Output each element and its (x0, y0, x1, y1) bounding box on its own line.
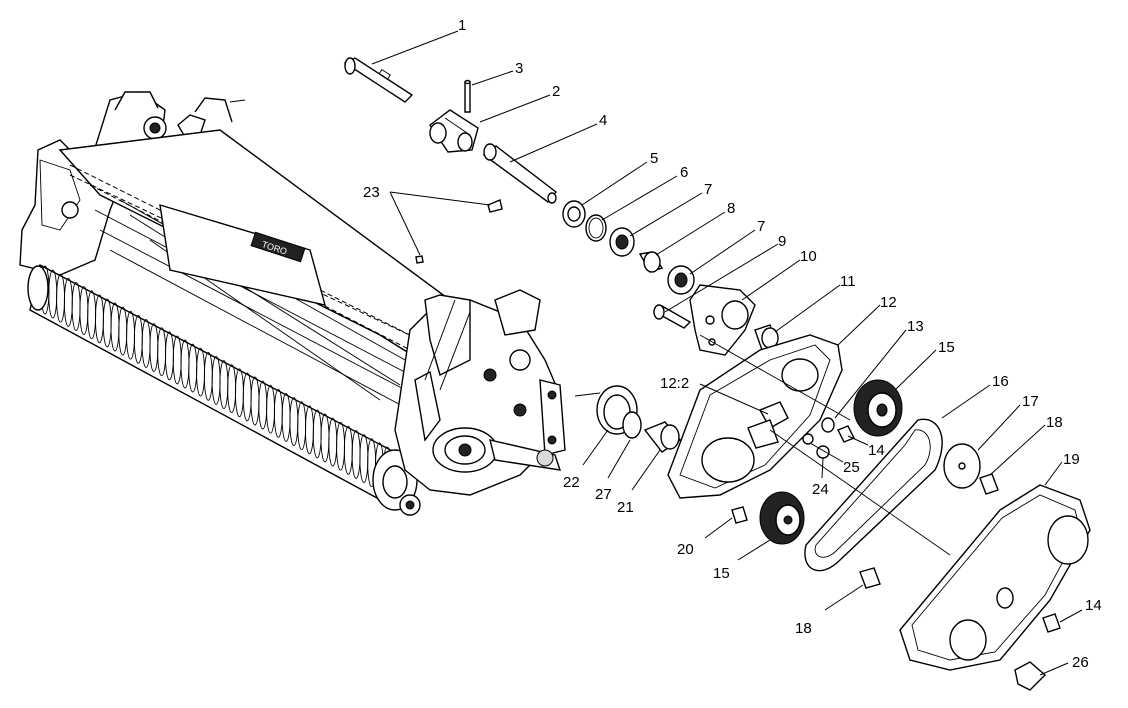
part-18-nut (979, 473, 999, 495)
part-23-key (487, 199, 503, 213)
callout-9: 9 (778, 233, 786, 250)
callout-8: 8 (727, 200, 735, 217)
callout-15-lower: 15 (713, 565, 730, 582)
part-15-sprocket-lower (759, 491, 805, 545)
callout-labels: 1 3 2 4 5 6 7 8 7 9 10 11 12 13 15 16 17… (363, 17, 1102, 671)
part-13-washer (821, 417, 835, 433)
part-3-pin (464, 81, 471, 113)
callout-19: 19 (1063, 451, 1080, 468)
callout-27: 27 (595, 486, 612, 503)
callout-22: 22 (563, 474, 580, 491)
leader-lines (371, 30, 1083, 676)
callout-26: 26 (1072, 654, 1089, 671)
callout-21: 21 (617, 499, 634, 516)
callout-17: 17 (1022, 393, 1039, 410)
part-14-nut-lower (1042, 613, 1061, 633)
part-20-nut (731, 506, 748, 524)
part-14-nut (837, 425, 855, 443)
part-15-sprocket-upper (853, 379, 903, 437)
callout-2: 2 (552, 83, 560, 100)
callout-5: 5 (650, 150, 658, 167)
callout-24: 24 (812, 481, 829, 498)
callout-7-lower: 7 (757, 218, 765, 235)
callout-4: 4 (599, 112, 607, 129)
callout-11: 11 (840, 273, 856, 290)
part-25-washer (802, 433, 814, 445)
callout-3: 3 (515, 60, 523, 77)
callout-18-upper: 18 (1046, 414, 1063, 431)
callout-14-lower: 14 (1085, 597, 1102, 614)
part-27-ring (622, 411, 642, 439)
callout-10: 10 (800, 248, 817, 265)
callout-6: 6 (680, 164, 688, 181)
callout-23: 23 (363, 184, 380, 201)
callout-15-upper: 15 (938, 339, 955, 356)
exploded-parts (343, 57, 1091, 691)
callout-1: 1 (458, 17, 466, 34)
part-18-nut-lower (859, 567, 881, 589)
part-16-belt (804, 418, 943, 572)
callout-12-2: 12:2 (660, 375, 689, 392)
callout-13: 13 (907, 318, 924, 335)
callout-16: 16 (992, 373, 1009, 390)
part-26-knob (1014, 661, 1047, 691)
callout-14-upper: 14 (868, 442, 885, 459)
callout-12: 12 (880, 294, 897, 311)
part-19-cover (899, 484, 1091, 671)
callout-7-upper: 7 (704, 181, 712, 198)
part-12-plate (667, 334, 843, 499)
brand-logo (250, 231, 306, 263)
reel-cutting-unit: TORO (19, 91, 566, 516)
callout-20: 20 (677, 541, 694, 558)
front-roller (27, 263, 418, 511)
callout-18-lower: 18 (795, 620, 812, 637)
callout-25: 25 (843, 459, 860, 476)
